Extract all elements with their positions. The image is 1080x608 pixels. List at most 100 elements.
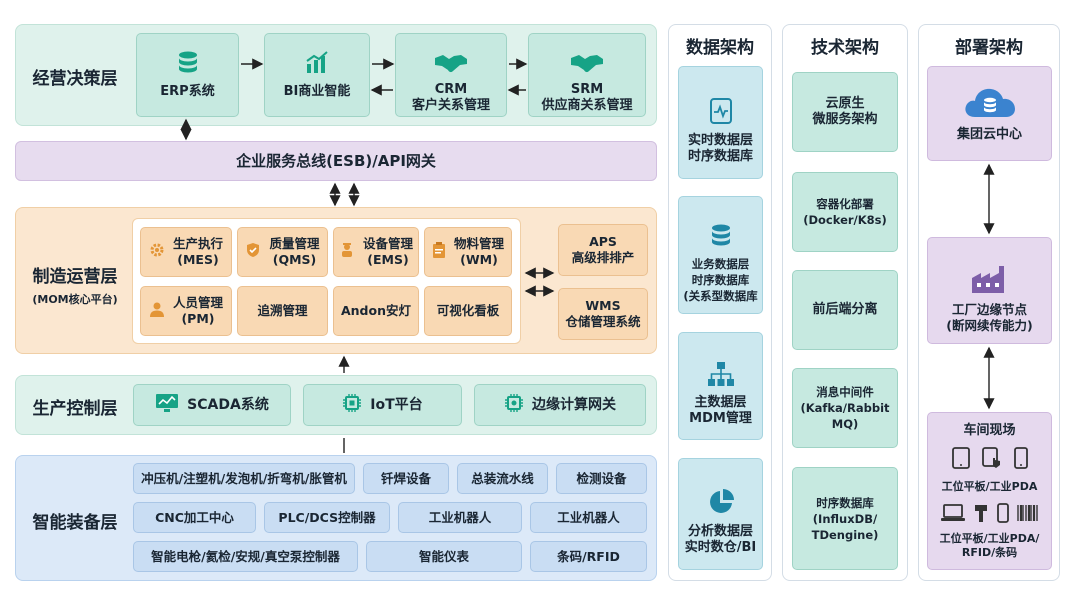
business-data-label: 业务数据层 时序数据库 (关系型数据库 — [683, 256, 758, 303]
qms-label: 质量管理 (QMS) — [269, 236, 320, 267]
business-data-box[interactable]: 业务数据层 时序数据库 (关系型数据库 — [678, 196, 763, 314]
equip-item[interactable]: 工业机器人 — [530, 502, 647, 533]
prod-layer-title: 生产控制层 — [32, 399, 118, 419]
shield-check-icon — [245, 242, 261, 262]
cloud-db-icon — [963, 85, 1017, 124]
scada-box[interactable]: SCADA系统 — [133, 384, 291, 426]
mq-box[interactable]: 消息中间件 (Kafka/Rabbit MQ) — [792, 368, 898, 448]
scanner-icon — [973, 503, 989, 528]
clipboard-icon — [432, 242, 446, 262]
equip-label: 总装流水线 — [471, 470, 534, 486]
equip-item[interactable]: 工业机器人 — [398, 502, 522, 533]
equip-item[interactable]: PLC/DCS控制器 — [264, 502, 390, 533]
cloud-native-label: 云原生 微服务架构 — [812, 96, 878, 127]
tablet-touch-icon — [981, 447, 1002, 474]
group-cloud-label: 集团云中心 — [956, 126, 1022, 142]
pie-chart-icon — [707, 472, 735, 521]
equip-item[interactable]: 智能仪表 — [366, 541, 522, 572]
erp-label: ERP系统 — [160, 84, 215, 99]
equip-label: 条码/RFID — [557, 548, 620, 564]
group-cloud-box[interactable]: 集团云中心 — [927, 66, 1052, 161]
deploy-arch-title: 部署架构 — [955, 38, 1023, 58]
person-icon — [149, 301, 165, 321]
laptop-icon — [940, 504, 965, 527]
equip-layer-title: 智能装备层 — [32, 513, 118, 533]
pm-label: 人员管理 (PM) — [172, 295, 223, 326]
mes-box[interactable]: 生产执行 (MES) — [140, 227, 232, 277]
floor-line-1: 工位平板/工业PDA — [941, 480, 1038, 493]
tsdb-label: 时序数据库 (InfluxDB/ TDengine) — [811, 495, 879, 542]
wms-box[interactable]: WMS 仓储管理系统 — [558, 288, 648, 340]
wm-box[interactable]: 物料管理 (WM) — [424, 227, 512, 277]
equip-item[interactable]: 检测设备 — [556, 463, 647, 494]
iot-box[interactable]: IoT平台 — [303, 384, 462, 426]
factory-icon — [971, 248, 1009, 299]
cloud-native-box[interactable]: 云原生 微服务架构 — [792, 72, 898, 152]
floor-line-2: 工位平板/工业PDA/ RFID/条码 — [939, 532, 1040, 559]
device-icons-row-1 — [951, 447, 1028, 474]
ems-box[interactable]: 设备管理 (EMS) — [333, 227, 419, 277]
mq-label: 消息中间件 (Kafka/Rabbit MQ) — [800, 385, 890, 431]
mfg-subtitle: (MOM核心平台) — [32, 293, 118, 306]
shop-floor-box[interactable]: 车间现场 工位平板/工业PDA 工位平板/工业PDA/ RFID/条码 — [927, 412, 1052, 570]
master-data-box[interactable]: 主数据层 MDM管理 — [678, 332, 763, 440]
equip-item[interactable]: 总装流水线 — [457, 463, 548, 494]
worker-icon — [339, 242, 355, 262]
equip-item[interactable]: 智能电枪/氦检/安规/真空泵控制器 — [133, 541, 358, 572]
realtime-data-label: 实时数据层 时序数据库 — [687, 132, 753, 164]
equip-item[interactable]: 条码/RFID — [530, 541, 647, 572]
hierarchy-icon — [707, 345, 735, 392]
tablet-icon — [951, 447, 970, 474]
pm-box[interactable]: 人员管理 (PM) — [140, 286, 232, 336]
qms-box[interactable]: 质量管理 (QMS) — [237, 227, 328, 277]
bi-label: BI商业智能 — [283, 84, 351, 99]
business-layer-title: 经营决策层 — [32, 69, 118, 89]
chip-icon — [504, 393, 524, 417]
srm-label: SRM 供应商关系管理 — [541, 82, 633, 113]
wms-label: WMS 仓储管理系统 — [565, 298, 641, 329]
equip-label: 检测设备 — [576, 470, 627, 486]
kanban-label: 可视化看板 — [436, 303, 500, 318]
master-data-label: 主数据层 MDM管理 — [689, 395, 752, 426]
mfg-layer-title: 制造运营层 (MOM核心平台) — [18, 262, 132, 307]
frontend-backend-label: 前后端分离 — [812, 302, 878, 317]
equip-label: 工业机器人 — [428, 509, 492, 525]
equip-item[interactable]: 钎焊设备 — [363, 463, 449, 494]
mfg-title: 制造运营层 — [32, 267, 118, 287]
factory-edge-box[interactable]: 工厂边缘节点 (断网续传能力) — [927, 237, 1052, 344]
equip-label: CNC加工中心 — [155, 509, 234, 525]
tsdb-box[interactable]: 时序数据库 (InfluxDB/ TDengine) — [792, 467, 898, 570]
andon-box[interactable]: Andon安灯 — [333, 286, 419, 336]
srm-box[interactable]: SRM 供应商关系管理 — [528, 33, 646, 117]
frontend-backend-box[interactable]: 前后端分离 — [792, 270, 898, 350]
handshake-icon — [570, 36, 604, 79]
equip-item[interactable]: 冲压机/注塑机/发泡机/折弯机/胀管机 — [133, 463, 355, 494]
phone-icon — [1013, 447, 1028, 474]
barcode-icon — [1016, 504, 1039, 527]
trace-box[interactable]: 追溯管理 — [237, 286, 328, 336]
device-icons-row-2 — [940, 503, 1039, 528]
mes-label: 生产执行 (MES) — [172, 236, 223, 267]
crm-label: CRM 客户关系管理 — [411, 82, 490, 113]
aps-box[interactable]: APS 高级排排产 — [558, 224, 648, 276]
crm-box[interactable]: CRM 客户关系管理 — [395, 33, 507, 117]
trace-label: 追溯管理 — [257, 303, 308, 318]
realtime-data-box[interactable]: 实时数据层 时序数据库 — [678, 66, 763, 179]
erp-box[interactable]: ERP系统 — [136, 33, 239, 117]
container-label: 容器化部署 (Docker/K8s) — [803, 197, 887, 227]
edge-gateway-box[interactable]: 边缘计算网关 — [474, 384, 646, 426]
equip-item[interactable]: CNC加工中心 — [133, 502, 256, 533]
esb-label: 企业服务总线(ESB)/API网关 — [236, 152, 436, 170]
monitor-icon — [155, 393, 179, 417]
wm-label: 物料管理 (WM) — [453, 236, 504, 267]
data-arch-title: 数据架构 — [686, 38, 754, 58]
analysis-data-label: 分析数据层 实时数仓/BI — [684, 524, 757, 555]
kanban-box[interactable]: 可视化看板 — [424, 286, 512, 336]
tech-arch-title: 技术架构 — [811, 38, 879, 58]
factory-edge-label: 工厂边缘节点 (断网续传能力) — [946, 301, 1033, 333]
analysis-data-box[interactable]: 分析数据层 实时数仓/BI — [678, 458, 763, 570]
database-icon — [707, 81, 735, 130]
container-box[interactable]: 容器化部署 (Docker/K8s) — [792, 172, 898, 252]
esb-bar[interactable]: 企业服务总线(ESB)/API网关 — [15, 141, 657, 181]
bi-box[interactable]: BI商业智能 — [264, 33, 370, 117]
